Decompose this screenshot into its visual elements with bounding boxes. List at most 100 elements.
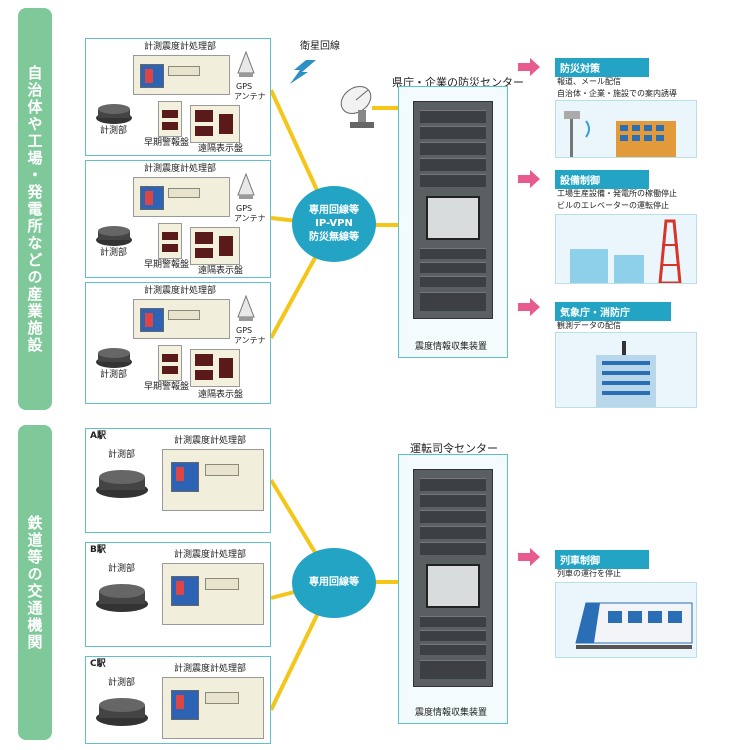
server-rack: [413, 101, 493, 319]
remote-display-panel: [190, 349, 240, 387]
center-bottom-title: 運転司令センター: [410, 442, 498, 455]
station-name: B駅: [90, 545, 106, 555]
processor-label: 計測震度計処理部: [144, 286, 217, 296]
processor-screen: [140, 186, 164, 210]
early-warning-label: 早期警報盤: [144, 138, 190, 148]
processor-screen: [171, 462, 199, 492]
gps-antenna-icon: [237, 295, 255, 321]
sensor-icon: [96, 348, 132, 368]
network-oval-top: 専用回線等 IP-VPN 防災無線等: [292, 186, 376, 262]
gps-antenna-icon: [237, 173, 255, 199]
remote-display-panel: [190, 227, 240, 265]
sidebar-transport-label: 鉄道等の交通機関: [25, 514, 44, 651]
outcome-badge: 気象庁・消防庁: [555, 302, 671, 321]
loudspeaker-building-illustration: [555, 100, 697, 158]
network-oval-bottom: 専用回線等: [292, 548, 376, 618]
sensor-label: 計測部: [100, 126, 128, 136]
gps-label-line1: GPS: [236, 82, 253, 91]
early-warning-label: 早期警報盤: [144, 260, 190, 270]
early-warning-panel: [158, 101, 182, 137]
remote-display-label: 遠隔表示盤: [198, 266, 244, 276]
outcome-desc-line: 報道、メール配信: [557, 77, 621, 86]
center-bottom: 震度情報収集装置: [398, 454, 508, 724]
processor-label: 計測震度計処理部: [174, 550, 247, 560]
arrow-right-icon: [518, 58, 540, 76]
station-c: C駅 計測震度計処理部 計測部: [85, 656, 271, 744]
network-top-line1: 専用回線等: [309, 204, 359, 216]
gps-label-line2: アンテナ: [234, 336, 266, 345]
center-top-rack-label: 震度情報収集装置: [415, 342, 488, 352]
satellite-dish-icon: [340, 86, 374, 128]
sensor-label: 計測部: [108, 678, 136, 688]
processor-slot: [205, 692, 239, 704]
outcome-desc-line: 工場生産設備・発電所の稼働停止: [557, 189, 677, 198]
sidebar-industrial: 自治体や工場・発電所などの産業施設: [18, 8, 52, 410]
remote-display-label: 遠隔表示盤: [198, 144, 244, 154]
sensor-label: 計測部: [100, 370, 128, 380]
sensor-icon: [96, 104, 132, 124]
industrial-site-1: 計測震度計処理部 GPS アンテナ 計測部 早期警報盤 遠隔表示盤: [85, 38, 271, 156]
network-top-line2: IP-VPN: [315, 218, 353, 230]
remote-display-panel: [190, 105, 240, 143]
outcome-badge: 列車制御: [555, 550, 649, 569]
center-top-title: 県庁・企業の防災センター: [392, 76, 524, 89]
sensor-label: 計測部: [108, 450, 136, 460]
industrial-site-2: 計測震度計処理部 GPS アンテナ 計測部 早期警報盤 遠隔表示盤: [85, 160, 271, 278]
outcome-badge: 設備制御: [555, 170, 649, 189]
remote-display-label: 遠隔表示盤: [198, 390, 244, 400]
rack-monitor: [426, 564, 480, 608]
processor-unit: [162, 563, 264, 625]
center-top: 震度情報収集装置: [398, 86, 508, 358]
gps-label-line2: アンテナ: [234, 92, 266, 101]
station-a: A駅 計測震度計処理部 計測部: [85, 428, 271, 533]
processor-slot: [205, 464, 239, 476]
sensor-label: 計測部: [108, 564, 136, 574]
office-building-illustration: [555, 332, 697, 408]
gps-label-line2: アンテナ: [234, 214, 266, 223]
rack-monitor: [426, 196, 480, 240]
processor-slot: [168, 66, 200, 76]
outcome-desc-line: 自治体・企業・施設での案内誘導: [557, 89, 677, 98]
gps-label-line1: GPS: [236, 326, 253, 335]
server-rack: [413, 469, 493, 687]
sidebar-industrial-label: 自治体や工場・発電所などの産業施設: [25, 64, 44, 354]
train-illustration: [555, 582, 697, 658]
network-bottom-line1: 専用回線等: [309, 577, 359, 589]
early-warning-label: 早期警報盤: [144, 382, 190, 392]
sensor-icon: [96, 226, 132, 246]
sensor-icon: [96, 584, 148, 612]
arrow-right-icon: [518, 170, 540, 188]
processor-screen: [140, 64, 164, 88]
processor-unit: [162, 449, 264, 511]
station-b: B駅 計測震度計処理部 計測部: [85, 542, 271, 647]
early-warning-panel: [158, 345, 182, 381]
processor-label: 計測震度計処理部: [144, 42, 217, 52]
early-warning-panel: [158, 223, 182, 259]
satellite-label: 衛星回線: [300, 41, 340, 52]
arrow-right-icon: [518, 298, 540, 316]
processor-screen: [140, 308, 164, 332]
processor-slot: [168, 188, 200, 198]
sensor-icon: [96, 470, 148, 498]
outcome-desc-line: 観測データの配信: [557, 321, 621, 330]
lightning-icon: [290, 60, 316, 84]
station-name: A駅: [90, 431, 106, 441]
gps-label-line1: GPS: [236, 204, 253, 213]
processor-unit: [133, 299, 230, 339]
center-bottom-rack-label: 震度情報収集装置: [415, 708, 488, 718]
processor-label: 計測震度計処理部: [174, 436, 247, 446]
processor-screen: [171, 690, 199, 720]
outcome-desc-line: ビルのエレベーターの運転停止: [557, 201, 669, 210]
outcome-badge: 防災対策: [555, 58, 649, 77]
sensor-label: 計測部: [100, 248, 128, 258]
outcome-desc-line: 列車の運行を停止: [557, 569, 621, 578]
industrial-site-3: 計測震度計処理部 GPS アンテナ 計測部 早期警報盤 遠隔表示盤: [85, 282, 271, 404]
network-top-line3: 防災無線等: [309, 231, 359, 243]
sidebar-transport: 鉄道等の交通機関: [18, 425, 52, 740]
processor-unit: [162, 677, 264, 739]
processor-label: 計測震度計処理部: [144, 164, 217, 174]
sensor-icon: [96, 698, 148, 726]
processor-unit: [133, 55, 230, 95]
arrow-right-icon: [518, 548, 540, 566]
processor-slot: [205, 578, 239, 590]
